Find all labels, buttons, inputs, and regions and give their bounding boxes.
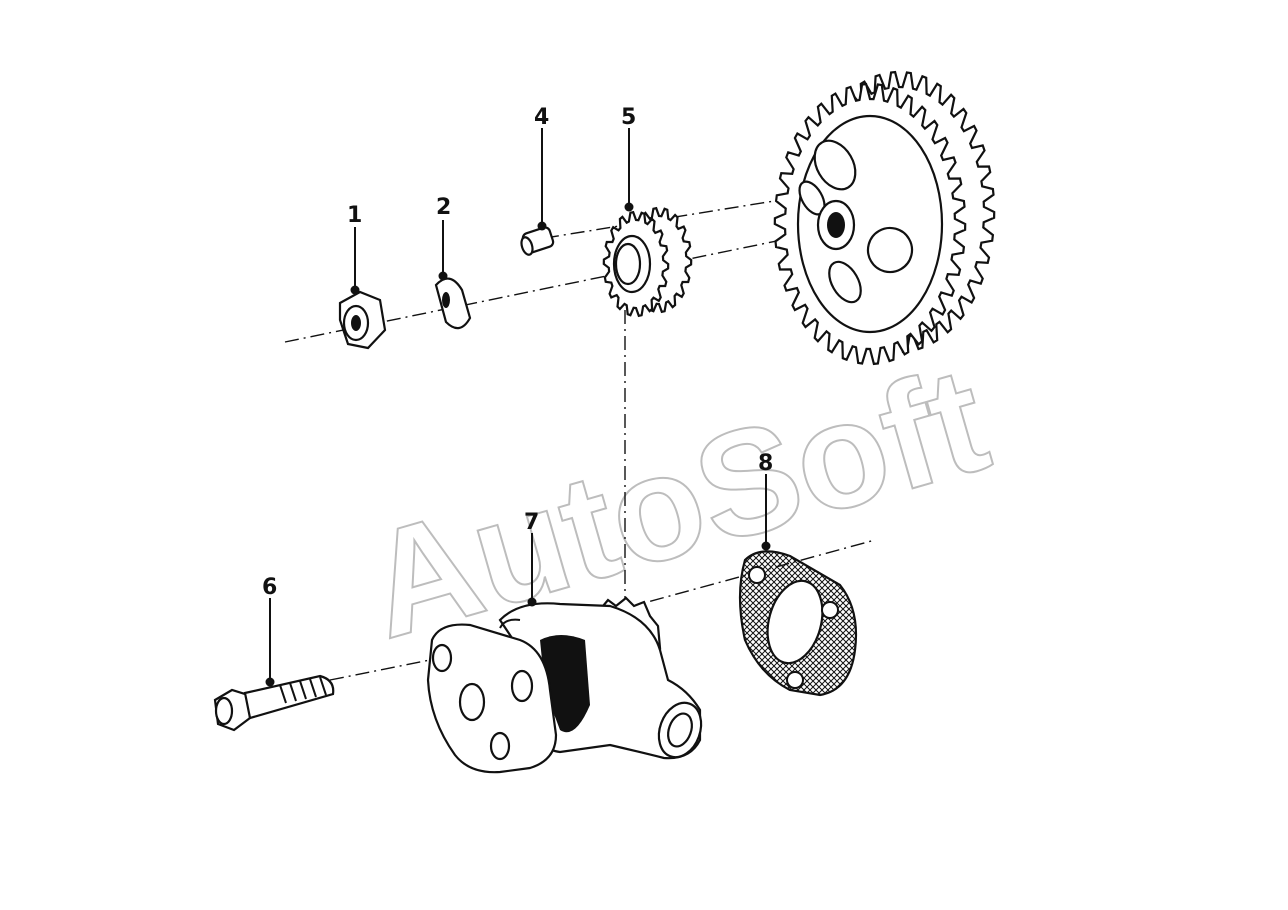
callout-2: 2 bbox=[436, 195, 451, 281]
svg-text:5: 5 bbox=[621, 105, 636, 130]
svg-text:4: 4 bbox=[534, 105, 549, 130]
callout-6: 6 bbox=[262, 575, 277, 687]
part-2-lock-washer bbox=[434, 277, 472, 330]
callout-8: 8 bbox=[758, 451, 773, 551]
callout-1: 1 bbox=[347, 203, 362, 295]
part-5-small-gear bbox=[602, 206, 693, 318]
part-4-pin bbox=[520, 226, 555, 256]
svg-text:8: 8 bbox=[758, 451, 773, 476]
callout-4: 4 bbox=[534, 105, 549, 231]
svg-text:2: 2 bbox=[436, 195, 451, 220]
part-6-bolt bbox=[213, 674, 335, 732]
large-drive-gear bbox=[773, 70, 996, 366]
svg-text:1: 1 bbox=[347, 203, 362, 228]
part-1-nut bbox=[338, 290, 387, 350]
svg-text:AutoSoft: AutoSoft bbox=[349, 334, 1004, 670]
part-7-oil-pump-body bbox=[426, 596, 703, 774]
part-8-gasket bbox=[738, 550, 858, 697]
callout-7: 7 bbox=[524, 510, 539, 607]
svg-text:6: 6 bbox=[262, 575, 277, 600]
callout-5: 5 bbox=[621, 105, 636, 212]
watermark: AutoSoft bbox=[348, 333, 1005, 671]
svg-text:7: 7 bbox=[524, 510, 539, 535]
